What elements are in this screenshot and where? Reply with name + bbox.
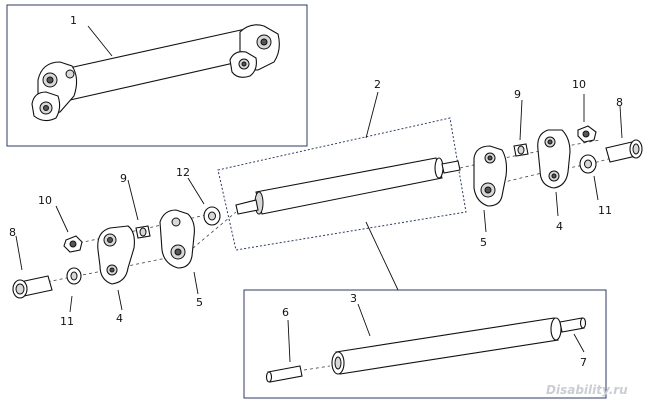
left-hardware: 8 10 11 4 9 bbox=[9, 166, 237, 328]
callout-4-left: 4 bbox=[116, 312, 123, 325]
inset-shaft-with-pins: 3 6 7 bbox=[243, 289, 607, 399]
inset-left-bracket bbox=[31, 61, 78, 122]
washer-left bbox=[66, 267, 82, 285]
bracket-5-left bbox=[159, 209, 195, 269]
bracket-5-right bbox=[473, 145, 508, 207]
callout-8-left: 8 bbox=[9, 226, 16, 239]
callout-10-left: 10 bbox=[38, 194, 52, 207]
callout-8-right: 8 bbox=[616, 96, 623, 109]
watermark: Disability.ru bbox=[546, 383, 628, 397]
callout-10-right: 10 bbox=[572, 78, 586, 91]
spacer-left bbox=[135, 225, 151, 239]
nut-left bbox=[63, 235, 83, 253]
callout-11-left: 11 bbox=[60, 315, 74, 328]
inset-tube-3-end-right bbox=[550, 317, 562, 341]
shaft-tube bbox=[255, 157, 443, 215]
callout-6: 6 bbox=[282, 306, 289, 319]
inset-pin-6 bbox=[265, 365, 331, 383]
shaft-end-right bbox=[434, 157, 444, 179]
shaft-dashed-frame bbox=[217, 117, 467, 251]
callout-12: 12 bbox=[176, 166, 190, 179]
inset-assembled-tube: 1 bbox=[6, 4, 308, 147]
inset-frame-bottom bbox=[243, 289, 607, 399]
inset-frame-top bbox=[6, 4, 308, 147]
inset-tube-body bbox=[59, 27, 257, 101]
inset-right-bracket bbox=[229, 24, 280, 78]
bolt-left bbox=[12, 275, 53, 299]
callout-9-right: 9 bbox=[514, 88, 521, 101]
shaft-pin-right bbox=[441, 160, 461, 174]
callout-5-right: 5 bbox=[480, 236, 487, 249]
bracket-4-right bbox=[537, 129, 571, 189]
leader-2 bbox=[365, 91, 379, 139]
callout-2: 2 bbox=[374, 78, 381, 91]
spacer-right bbox=[513, 143, 529, 157]
callout-5-left: 5 bbox=[196, 296, 203, 309]
callout-11-right: 11 bbox=[598, 204, 612, 217]
shaft-pin-left bbox=[235, 199, 259, 215]
inset-tube-3 bbox=[335, 317, 559, 375]
nut-right bbox=[577, 125, 597, 143]
washer-12 bbox=[203, 206, 221, 226]
bracket-4-left bbox=[97, 225, 135, 285]
leader-inset-3 bbox=[365, 221, 399, 291]
callout-9-left: 9 bbox=[120, 172, 127, 185]
callout-1: 1 bbox=[70, 14, 77, 27]
callout-3: 3 bbox=[350, 292, 357, 305]
bolt-right bbox=[605, 139, 643, 163]
callout-7: 7 bbox=[580, 356, 587, 369]
right-hardware: 5 9 4 10 11 bbox=[459, 78, 643, 249]
callout-4-right: 4 bbox=[556, 220, 563, 233]
center-shaft-group: 2 bbox=[217, 78, 467, 291]
leader-1 bbox=[87, 25, 113, 57]
washer-right bbox=[579, 154, 597, 174]
